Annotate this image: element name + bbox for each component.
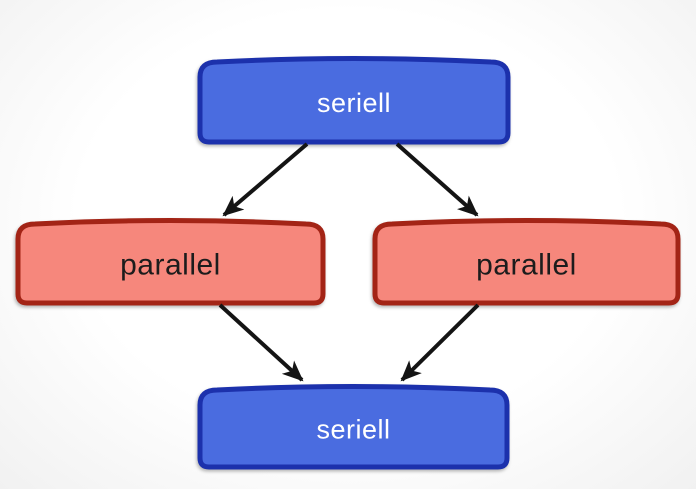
edge-right-parallel-to-bottom-seriell bbox=[400, 303, 480, 382]
edge-top-seriell-to-right-parallel bbox=[395, 142, 479, 217]
node-right-parallel: parallel bbox=[372, 218, 681, 306]
node-top-seriell: seriell bbox=[197, 56, 511, 145]
edge-left-parallel-to-bottom-seriell bbox=[218, 303, 304, 382]
edge-top-seriell-to-left-parallel bbox=[222, 142, 309, 217]
node-top-seriell-shape bbox=[197, 56, 511, 145]
node-bottom-seriell: seriell bbox=[197, 384, 510, 470]
node-right-parallel-shape bbox=[372, 218, 681, 306]
node-left-parallel-shape bbox=[15, 218, 326, 306]
node-bottom-seriell-shape bbox=[197, 384, 510, 470]
node-left-parallel: parallel bbox=[15, 218, 326, 306]
